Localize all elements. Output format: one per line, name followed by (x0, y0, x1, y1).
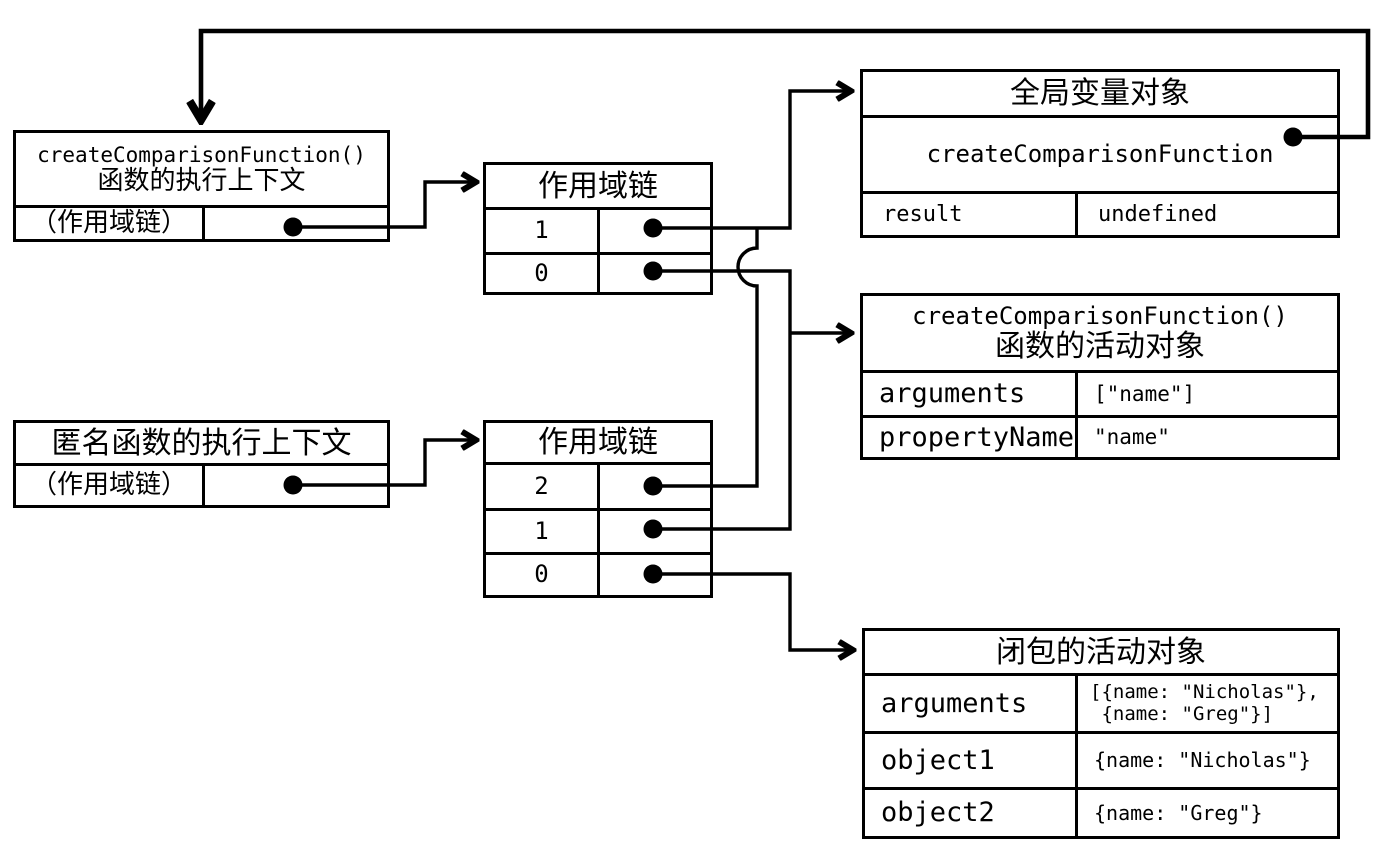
scope-chain-pointer-cell (205, 466, 387, 505)
scope-index: 1 (486, 210, 600, 252)
scope-chain-label: （作用域链） (16, 208, 205, 239)
anonymous-context-scope-row: （作用域链） (16, 466, 387, 505)
variable-key: result (863, 194, 1078, 235)
scope-chain-2-row-2: 2 (486, 465, 710, 511)
scope-chain-2-title: 作用域链 (538, 425, 658, 460)
anonymous-context-title: 匿名函数的执行上下文 (51, 425, 352, 461)
closure-activation-title: 闭包的活动对象 (996, 634, 1206, 670)
scope-index: 0 (486, 555, 600, 595)
fn-activation-title-code: createComparisonFunction() (912, 301, 1288, 330)
closure-activation-header: 闭包的活动对象 (865, 631, 1337, 676)
scope-pointer-cell (600, 511, 710, 552)
scope-pointer-cell (600, 555, 710, 595)
global-fn-row: createComparisonFunction (863, 118, 1337, 194)
scope-chain-1-header: 作用域链 (486, 165, 710, 210)
scope-pointer-cell (600, 255, 710, 292)
create-fn-activation-object-box: createComparisonFunction() 函数的活动对象 argum… (860, 293, 1340, 460)
scope-chain-2-row-0: 0 (486, 555, 710, 595)
global-variable-object-box: 全局变量对象 createComparisonFunction result u… (860, 69, 1340, 238)
variable-key: propertyName (863, 418, 1078, 457)
scope-chain-1-row-0: 0 (486, 255, 710, 292)
fn-activation-title-cn: 函数的活动对象 (995, 329, 1205, 365)
scope-chain-2-row-1: 1 (486, 511, 710, 555)
scope-chain-label: （作用域链） (16, 466, 205, 505)
variable-key: object1 (865, 734, 1078, 787)
closure-object2-row: object2 {name: "Greg"} (865, 790, 1337, 836)
scope-chain-1-box: 作用域链 1 0 (483, 162, 713, 295)
fn-activation-header: createComparisonFunction() 函数的活动对象 (863, 296, 1337, 373)
closure-object1-row: object1 {name: "Nicholas"} (865, 734, 1337, 790)
scope-index: 2 (486, 465, 600, 508)
variable-value: undefined (1098, 201, 1218, 227)
variable-value: {name: "Nicholas"} (1094, 748, 1311, 772)
scope-chain-pointer-cell (205, 208, 387, 239)
scope-pointer-cell (600, 210, 710, 252)
closure-activation-object-box: 闭包的活动对象 arguments [{name: "Nicholas"}, {… (862, 628, 1340, 839)
closure-arguments-row: arguments [{name: "Nicholas"}, {name: "G… (865, 676, 1337, 734)
create-fn-context-title-cn: 函数的执行上下文 (97, 165, 306, 196)
create-fn-context-header: createComparisonFunction() 函数的执行上下文 (16, 133, 387, 208)
scope-chain-1-title: 作用域链 (538, 168, 658, 204)
create-fn-context-title-code: createComparisonFunction() (37, 142, 366, 167)
variable-key: object2 (865, 790, 1078, 836)
scope-pointer-cell (600, 465, 710, 508)
anonymous-context-header: 匿名函数的执行上下文 (16, 423, 387, 466)
global-fn-name: createComparisonFunction (926, 139, 1274, 168)
variable-value: {name: "Greg"} (1094, 800, 1263, 825)
variable-value: "name" (1094, 425, 1170, 450)
global-object-header: 全局变量对象 (863, 72, 1337, 118)
scope-index: 0 (486, 255, 600, 292)
scope-index: 1 (486, 511, 600, 552)
fn-activation-arguments-row: arguments ["name"] (863, 373, 1337, 418)
scope-chain-2-box: 作用域链 2 1 0 (483, 420, 713, 598)
anonymous-execution-context-box: 匿名函数的执行上下文 （作用域链） (13, 420, 390, 508)
create-fn-context-scope-row: （作用域链） (16, 208, 387, 239)
scope-chain-2-header: 作用域链 (486, 423, 710, 465)
variable-key: arguments (863, 373, 1078, 415)
global-object-title: 全局变量对象 (1010, 76, 1190, 111)
create-fn-execution-context-box: createComparisonFunction() 函数的执行上下文 （作用域… (13, 130, 390, 242)
fn-activation-propertyname-row: propertyName "name" (863, 418, 1337, 457)
variable-key: arguments (865, 676, 1078, 731)
variable-value: [{name: "Nicholas"}, {name: "Greg"}] (1090, 680, 1319, 725)
variable-value: ["name"] (1094, 381, 1196, 406)
scope-chain-1-row-1: 1 (486, 210, 710, 255)
global-result-row: result undefined (863, 194, 1337, 235)
